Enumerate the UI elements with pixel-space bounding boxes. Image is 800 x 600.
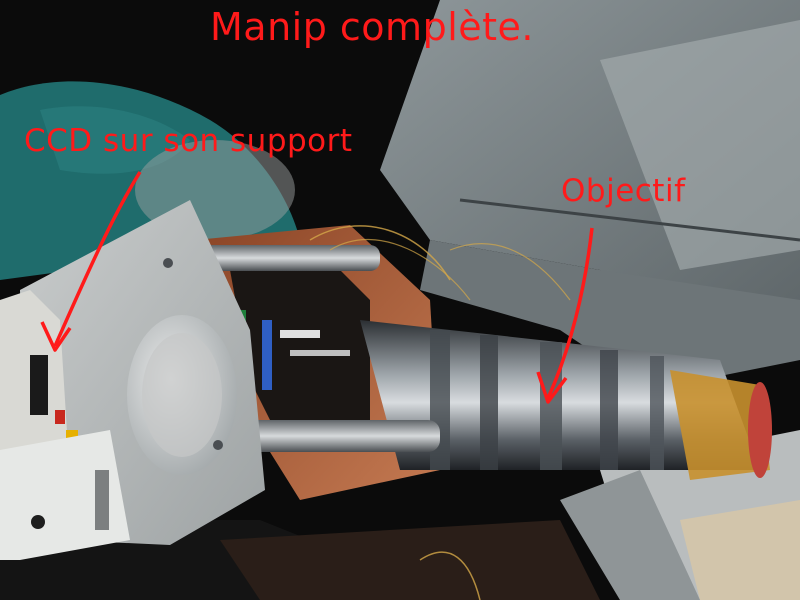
arrow-objectif-head bbox=[536, 371, 568, 404]
title-annotation: Manip complète. bbox=[210, 5, 534, 49]
arrow-ccd-head bbox=[40, 321, 72, 352]
arrow-ccd-shaft bbox=[53, 171, 142, 347]
red-end-ring bbox=[748, 382, 772, 478]
objectif-label: Objectif bbox=[561, 173, 686, 209]
ccd-camera bbox=[30, 355, 48, 415]
ccd-label: CCD sur son support bbox=[24, 123, 353, 159]
gold-foil bbox=[670, 370, 770, 480]
lower-rod bbox=[240, 420, 440, 452]
ccd-base bbox=[0, 430, 130, 560]
arrow-objectif-shaft bbox=[546, 227, 594, 399]
metal-hood-lower bbox=[420, 240, 800, 390]
upper-rod bbox=[200, 245, 380, 271]
blue-wire bbox=[262, 320, 272, 390]
